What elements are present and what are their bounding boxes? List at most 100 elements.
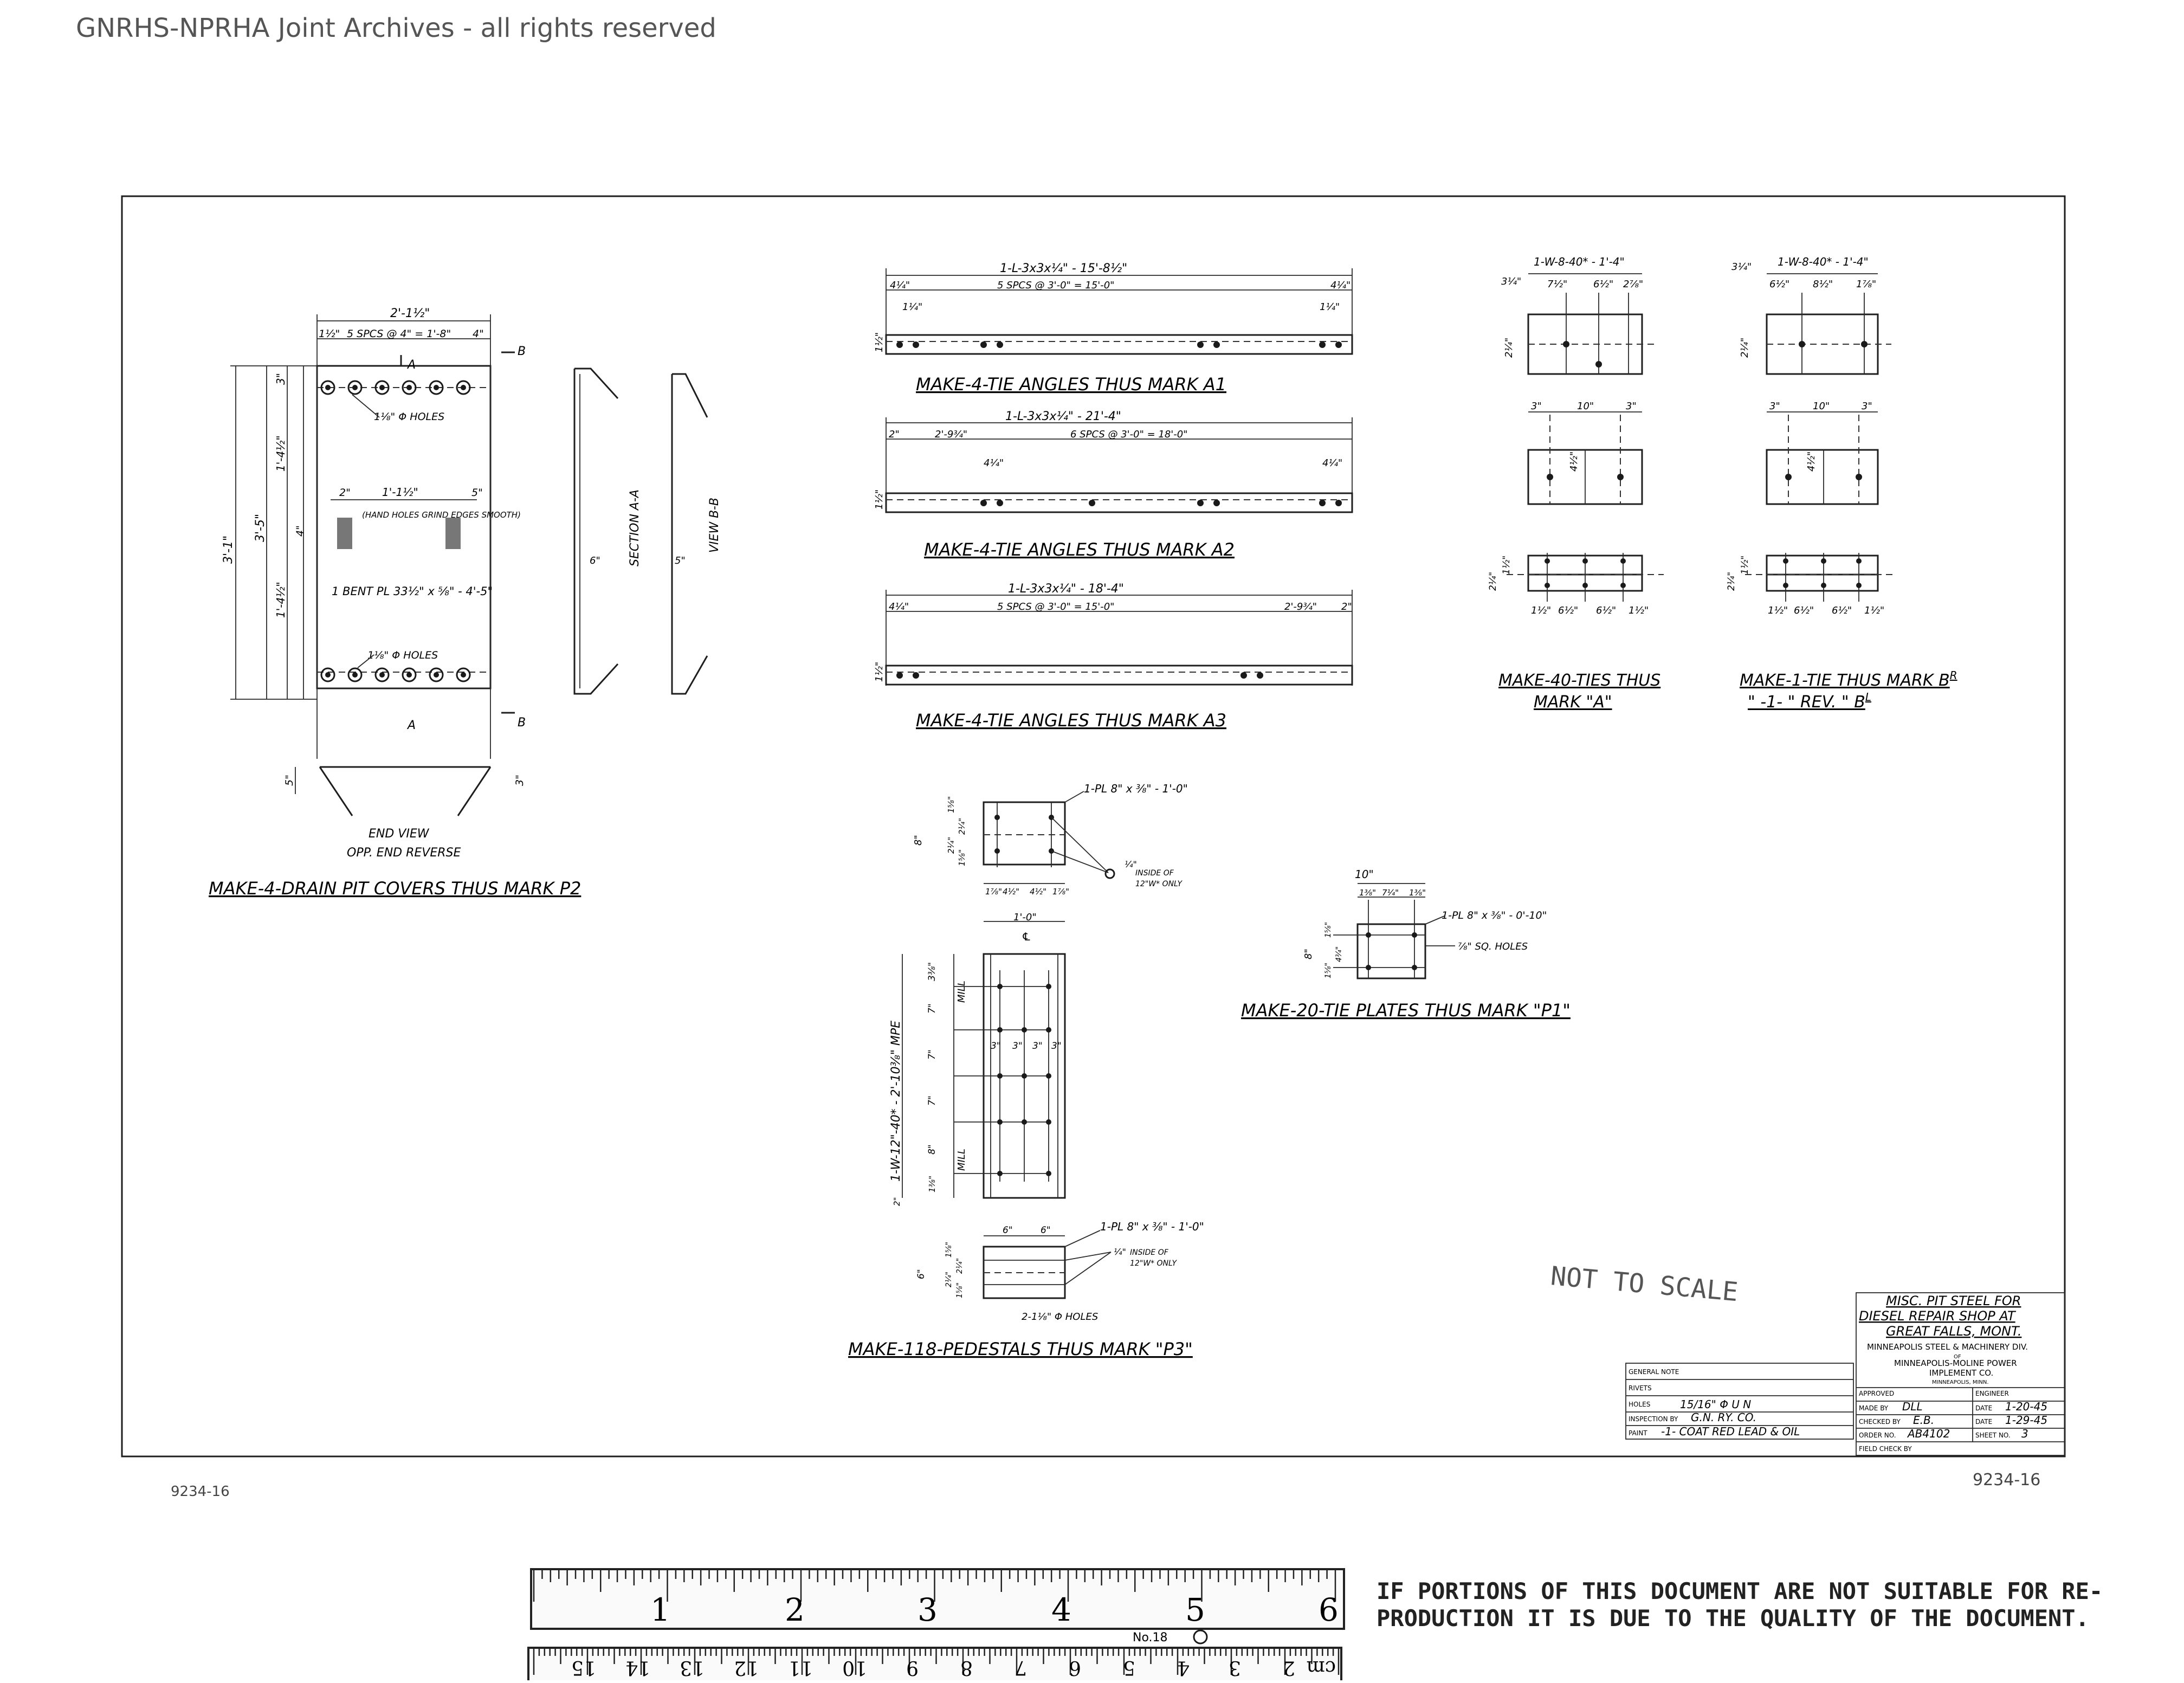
dim-1-4-bottom: 1'-4½" xyxy=(274,582,287,618)
ruler-inch-ticks xyxy=(533,1569,1336,1602)
ruler-cm-ticks xyxy=(533,1648,1340,1675)
pedestal-side-top-1: 1⅝" xyxy=(946,796,956,813)
title-line-1: MISC. PIT STEEL FOR xyxy=(1886,1293,2021,1308)
tie-b-plan-3: 3" xyxy=(1862,401,1872,412)
section-mark-a-top: A xyxy=(406,358,416,372)
pedestal-mill-bottom: MILL xyxy=(956,1149,967,1171)
date-label-1: DATE xyxy=(1975,1404,1992,1412)
ruler-cm-3: 3 xyxy=(1229,1656,1241,1679)
general-note-label: GENERAL NOTE xyxy=(1629,1368,1679,1376)
inspection-value: G.N. RY. CO. xyxy=(1691,1411,1756,1424)
tie-a-bottom-1: 1½" xyxy=(1531,605,1551,616)
tie-plate-holes: ⅞" SQ. HOLES xyxy=(1458,941,1528,952)
pedestal-top-row-2: 4½" xyxy=(1003,887,1019,897)
reproduction-notice-line-2: PRODUCTION IT IS DUE TO THE QUALITY OF T… xyxy=(1377,1605,2089,1632)
title-line-2: DIESEL REPAIR SHOP AT xyxy=(1859,1308,2017,1324)
end-view-note: OPP. END REVERSE xyxy=(347,846,461,860)
ruler: 1 2 3 4 5 6 No.18 cm 2 3 4 5 6 7 8 9 10 … xyxy=(527,1568,1345,1683)
tie-a-caption-1: MAKE-40-TIES THUS xyxy=(1498,671,1660,690)
ruler-cm-11: 11 xyxy=(788,1656,813,1679)
tie-b-dim-top-1: 6½" xyxy=(1769,279,1789,290)
made-by-label: MADE BY xyxy=(1859,1404,1889,1412)
made-by-value: DLL xyxy=(1902,1400,1923,1413)
paint-label: PAINT xyxy=(1629,1429,1647,1437)
dim-1-4-top: 1'-4½" xyxy=(274,435,287,472)
tie-a2-spacing: 6 SPCS @ 3'-0" = 18'-0" xyxy=(1070,429,1187,440)
tie-a1-member: 1-L-3x3x¼" - 15'-8½" xyxy=(1000,262,1127,275)
tie-plate-caption: MAKE-20-TIE PLATES THUS MARK "P1" xyxy=(1241,1000,1571,1021)
tie-a-dim-top-3: 2⅞" xyxy=(1623,279,1643,290)
tie-a2-caption: MAKE-4-TIE ANGLES THUS MARK A2 xyxy=(924,539,1235,560)
ruler-inch-4: 4 xyxy=(1051,1591,1071,1628)
hand-holes-note: (HAND HOLES GRIND EDGES SMOOTH) xyxy=(362,510,521,520)
bent-plate-note: 1 BENT PL 33½" x ⅝" - 4'-5" xyxy=(332,585,493,598)
company-of: OF xyxy=(1954,1354,1961,1360)
ruler-inch-6: 6 xyxy=(1319,1591,1339,1628)
section-mark-b-bottom: B xyxy=(518,716,526,730)
reproduction-notice-line-1: IF PORTIONS OF THIS DOCUMENT ARE NOT SUI… xyxy=(1377,1578,2103,1604)
tie-a2-dim-leg: 1½" xyxy=(874,489,885,510)
sheet-label: SHEET NO. xyxy=(1975,1431,2011,1439)
checked-value: E.B. xyxy=(1913,1414,1934,1427)
pedestal-bottom-note-1: ¼" xyxy=(1114,1247,1126,1257)
drain-pit-bottom-holes xyxy=(320,667,471,682)
pedestal-top-note-1: ¼" xyxy=(1125,859,1137,869)
ruler-inch-3: 3 xyxy=(917,1591,938,1628)
pedestal-col-side-5: 8" xyxy=(927,1144,938,1155)
ruler-cm-7: 7 xyxy=(1015,1656,1027,1679)
pedestal-bottom-note-2: INSIDE OF xyxy=(1130,1248,1169,1257)
ruler-cm-4: 4 xyxy=(1177,1656,1190,1679)
title-block-left xyxy=(1625,1363,1854,1440)
approved-label: APPROVED xyxy=(1859,1390,1894,1397)
tie-a-bottom-4: 1½" xyxy=(1629,605,1649,616)
tie-b-dim-top-2: 8½" xyxy=(1813,279,1833,290)
tie-a2-dim-end-left: 4¼" xyxy=(984,457,1004,469)
dim-2: 2" xyxy=(339,487,351,499)
ruler-cm-5: 5 xyxy=(1123,1656,1135,1679)
pedestal-caption: MAKE-118-PEDESTALS THUS MARK "P3" xyxy=(848,1339,1193,1359)
tie-a1-spacing: 5 SPCS @ 3'-0" = 15'-0" xyxy=(997,280,1114,291)
view-bb-label: VIEW B-B xyxy=(708,498,721,553)
tie-plate-member: 1-PL 8" x ⅜" - 0'-10" xyxy=(1442,910,1547,921)
tie-a2-dim-end-right: 4¼" xyxy=(1322,457,1342,469)
pedestal-bottom-note-3: 12"W* ONLY xyxy=(1130,1259,1177,1268)
tie-b-caption-2: " -1- " REV. " BL xyxy=(1748,691,1871,712)
tie-a-plan-2: 10" xyxy=(1577,401,1594,412)
dim-end-3: 3" xyxy=(514,775,526,786)
pedestal-col-side-4: 7" xyxy=(927,1095,938,1106)
tie-plate-body xyxy=(1356,923,1426,979)
tie-a3-spacing: 5 SPCS @ 3'-0" = 15'-0" xyxy=(997,601,1114,612)
holes-note-top: 1⅛" Φ HOLES xyxy=(374,411,444,423)
tie-b-bottom xyxy=(1766,554,1879,592)
pedestal-side-top-3: 2¼" xyxy=(946,837,956,854)
tie-a-plan-3: 3" xyxy=(1626,401,1637,412)
section-mark-b-top: B xyxy=(518,345,526,358)
pedestal-side-bottom-4: 1⅝" xyxy=(955,1282,964,1298)
title-block: MISC. PIT STEEL FOR DIESEL REPAIR SHOP A… xyxy=(1625,1292,2065,1456)
engineer-label: ENGINEER xyxy=(1975,1390,2009,1397)
drain-pit-cover-group: 2'-1½" 5 SPCS @ 4" = 1'-8" 1½" 4" 3'-1" … xyxy=(209,307,721,899)
tie-a3-dim-leg: 1½" xyxy=(874,662,885,682)
dim-overall-height: 3'-1" xyxy=(222,536,235,564)
tie-b-flange-2: 1½" xyxy=(1740,556,1750,575)
ruler-cm-14: 14 xyxy=(625,1656,650,1679)
dim-3-top: 3" xyxy=(274,373,287,385)
company-line-1: MINNEAPOLIS STEEL & MACHINERY DIV. xyxy=(1867,1342,2028,1352)
paint-value: -1- COAT RED LEAD & OIL xyxy=(1661,1425,1800,1438)
pedestal-side-top-4: 1⅝" xyxy=(957,849,967,866)
company-line-2: MINNEAPOLIS-MOLINE POWER xyxy=(1894,1358,2017,1368)
pedestal-col-side-7: 2" xyxy=(892,1197,902,1206)
tie-plate-top-2: 7¼" xyxy=(1382,888,1399,898)
tie-a-caption-2: MARK "A" xyxy=(1534,693,1612,712)
tie-a-bottom-2: 6½" xyxy=(1558,605,1578,616)
tie-b-member: 1-W-8-40* - 1'-4" xyxy=(1778,255,1869,268)
hand-hole-right xyxy=(445,518,461,549)
sheet-value: 3 xyxy=(2021,1427,2028,1440)
pedestal-column-member: 1-W-12"-40* - 2'-10⅜" MPE xyxy=(889,1021,903,1182)
pedestal-bottom-top-2: 6" xyxy=(1041,1225,1051,1236)
tie-a-flange-1: 2¼" xyxy=(1488,572,1498,591)
pedestal-dim-bottom-6: 6" xyxy=(916,1269,927,1279)
dim-mid-width: 1'-1½" xyxy=(382,486,418,499)
tie-b-caption-1: MAKE-1-TIE THUS MARK BR xyxy=(1740,669,1957,690)
dim-top-spacing: 5 SPCS @ 4" = 1'-8" xyxy=(347,328,451,340)
